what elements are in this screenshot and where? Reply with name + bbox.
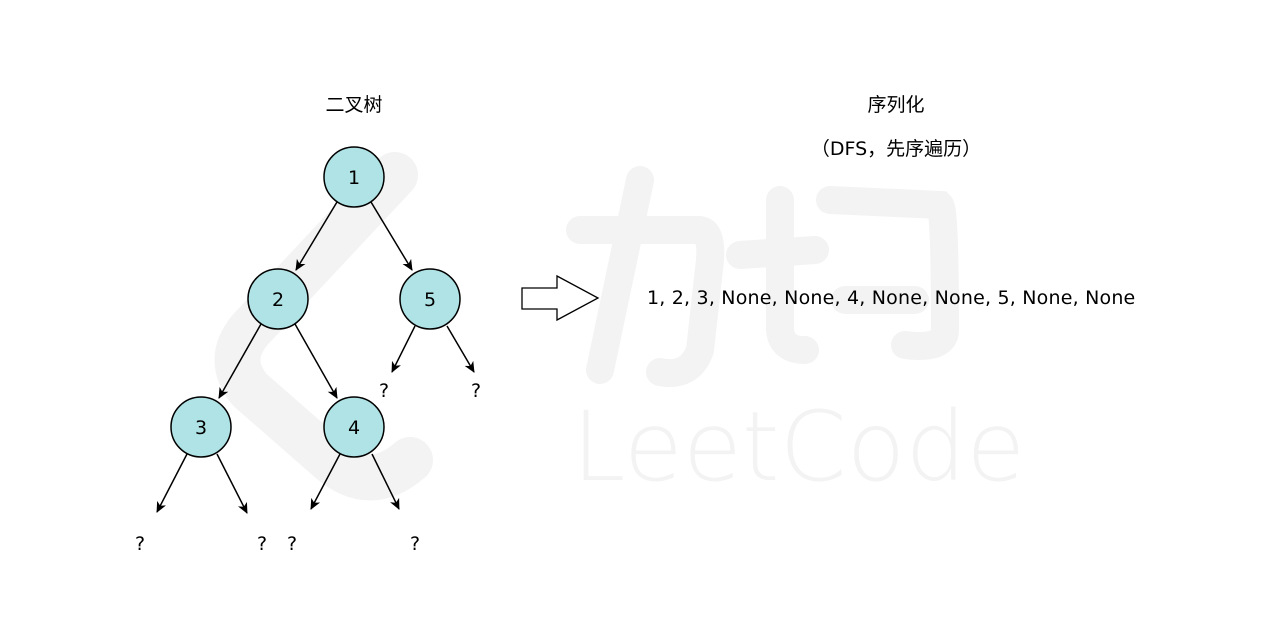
null-marker: ? (257, 533, 267, 555)
node-label: 4 (348, 417, 360, 439)
edge-3-null-left (156, 453, 188, 513)
serialization-title: 序列化 (867, 94, 925, 116)
edge-5-null-left (391, 325, 416, 373)
null-marker: ? (379, 380, 389, 402)
edge-5-null-right (446, 325, 475, 373)
null-marker: ? (135, 533, 145, 555)
node-label: 5 (424, 289, 436, 311)
right-arrow-icon (521, 274, 600, 322)
edge-1-5 (370, 201, 413, 271)
leetcode-text-watermark: LeetCode (572, 391, 1025, 503)
edge-4-null-right (371, 453, 400, 510)
tree-node-4: 4 (323, 396, 385, 458)
edge-1-2 (295, 201, 338, 271)
null-marker: ? (287, 533, 297, 555)
leetcode-logo-watermark (214, 152, 433, 501)
node-label: 2 (272, 289, 284, 311)
serialization-subtitle: （DFS，先序遍历） (810, 138, 982, 160)
tree-node-2: 2 (247, 268, 309, 330)
binary-tree-title: 二叉树 (325, 94, 383, 116)
tree-node-1: 1 (323, 146, 385, 208)
node-label: 1 (348, 167, 360, 189)
edge-4-null-left (310, 453, 341, 510)
tree-node-3: 3 (170, 396, 232, 458)
edge-2-3 (218, 323, 262, 399)
null-marker: ? (471, 380, 481, 402)
edge-3-null-right (216, 453, 248, 514)
node-label: 3 (195, 417, 207, 439)
tree-edges (156, 201, 475, 514)
edge-2-4 (294, 323, 338, 399)
serialized-sequence: 1, 2, 3, None, None, 4, None, None, 5, N… (647, 287, 1136, 309)
tree-node-5: 5 (399, 268, 461, 330)
null-markers: ? ? ? ? ? ? (135, 380, 481, 555)
lk-glyph-watermark (566, 166, 960, 387)
null-marker: ? (410, 533, 420, 555)
